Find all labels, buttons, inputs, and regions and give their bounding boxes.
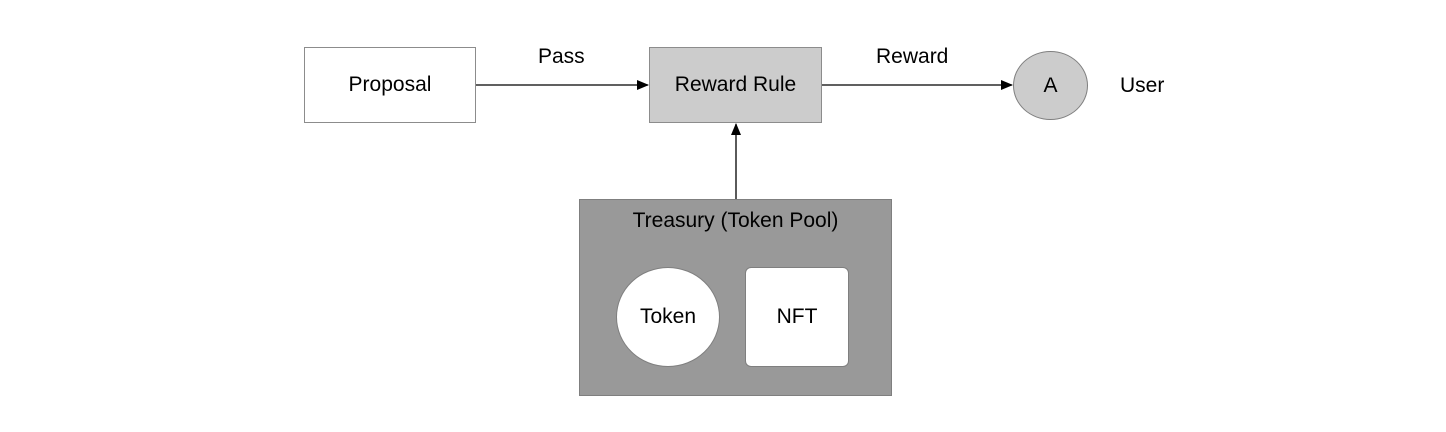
pass-edge-label: Pass (538, 45, 585, 68)
reward-edge-label: Reward (876, 45, 949, 68)
user-node-letter: A (1043, 73, 1058, 97)
treasury-title: Treasury (Token Pool) (632, 209, 839, 232)
reward-rule-node: Reward Rule (649, 47, 822, 123)
nft-node: NFT (745, 267, 849, 367)
token-node: Token (616, 267, 720, 367)
user-label: User (1120, 74, 1165, 97)
nft-label: NFT (776, 305, 818, 328)
token-label: Token (639, 305, 697, 328)
proposal-label: Proposal (348, 73, 432, 96)
treasury-container: Treasury (Token Pool) Token NFT (579, 199, 892, 396)
proposal-node: Proposal (304, 47, 476, 123)
user-node: A (1013, 51, 1088, 120)
reward-rule-label: Reward Rule (674, 73, 797, 96)
